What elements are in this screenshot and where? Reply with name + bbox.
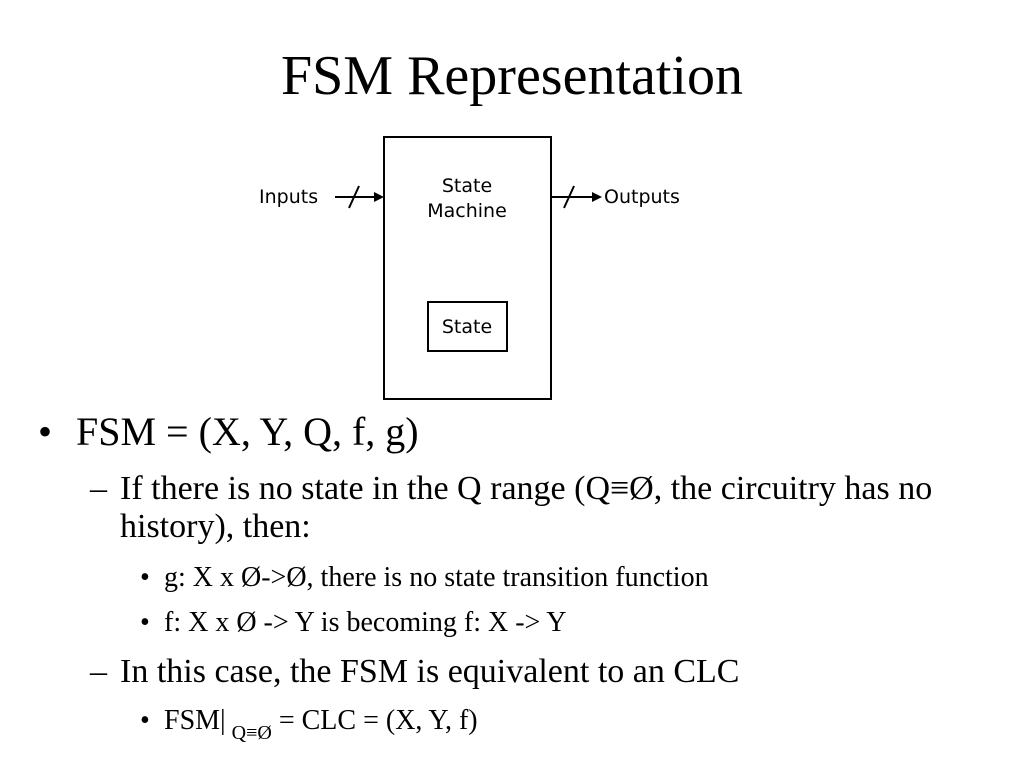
fsm-restrict-prefix: FSM| (164, 705, 226, 736)
inputs-bus-slash (348, 185, 360, 209)
fsm-restrict-suffix: = CLC = (X, Y, f) (271, 705, 478, 736)
inputs-arrowhead (374, 192, 384, 202)
subbullet-marker: – (90, 470, 107, 507)
bullet-text: FSM = (X, Y, Q, f, g) (76, 409, 419, 454)
subsub-text: g: X x Ø->Ø, there is no state transitio… (164, 562, 709, 593)
machine-label-line2: Machine (427, 200, 507, 222)
subsub-marker: • (140, 562, 150, 593)
subsub-marker: • (140, 705, 150, 736)
fsm-restrict-subscript: Q≡Ø (231, 722, 272, 744)
state-label: State (442, 316, 492, 338)
subbullet-text: If there is no state in the Q range (Q≡Ø… (120, 470, 933, 545)
subsub-text: FSM|Q≡Ø = CLC = (X, Y, f) (164, 705, 478, 749)
subsub-text: f: X x Ø -> Y is becoming f: X -> Y (164, 607, 567, 638)
state-machine-box (383, 136, 552, 400)
subbullet-marker: – (90, 653, 107, 690)
slide-title: FSM Representation (281, 45, 743, 107)
inputs-label: Inputs (259, 186, 318, 208)
outputs-arrowhead (592, 192, 602, 202)
state-box (427, 301, 508, 352)
outputs-label: Outputs (604, 186, 680, 208)
state-machine-diagram: State Machine State Inputs Outputs (255, 135, 695, 403)
machine-label-line1: State (442, 175, 492, 197)
state-machine-svg: State Machine State Inputs Outputs (259, 136, 680, 400)
bullet-marker: • (38, 409, 53, 454)
subbullet-text: In this case, the FSM is equivalent to a… (120, 653, 740, 690)
outputs-bus-slash (563, 185, 575, 209)
subsub-marker: • (140, 607, 150, 638)
